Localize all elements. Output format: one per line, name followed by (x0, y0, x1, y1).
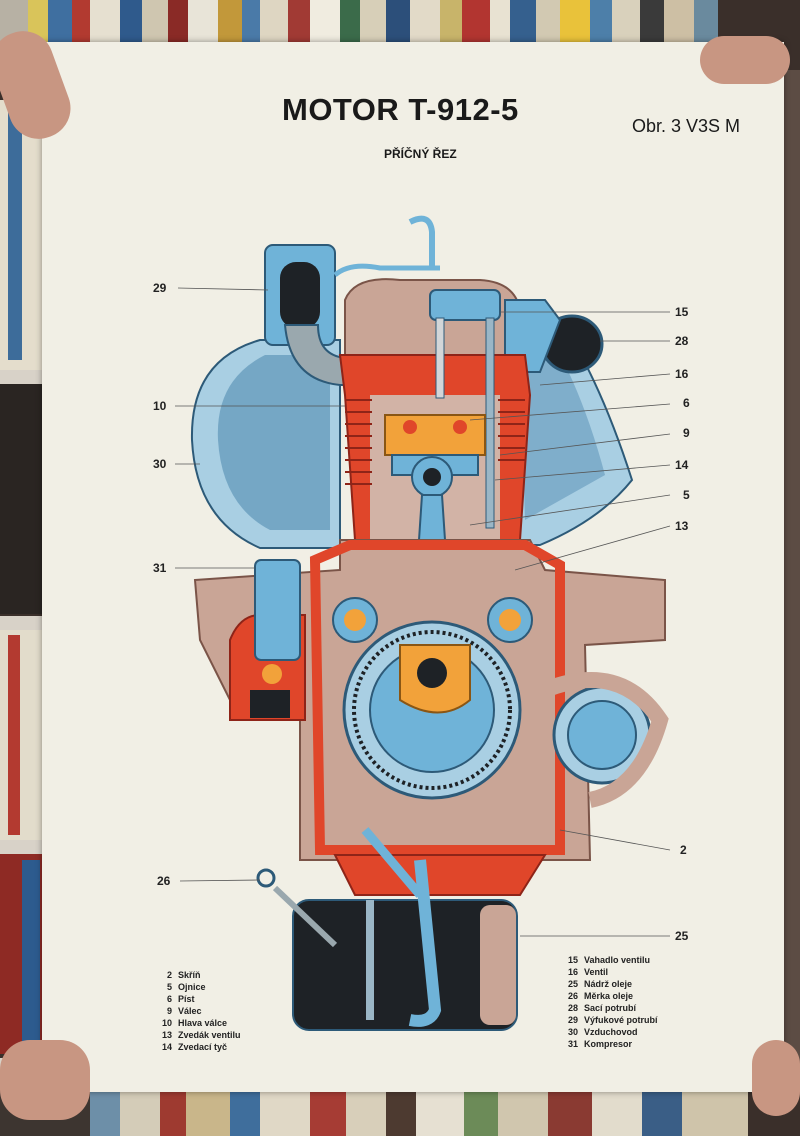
figure-reference: Obr. 3 V3S M (632, 116, 741, 136)
hand-bottom-right (752, 1040, 800, 1116)
callout-9: 9 (683, 426, 690, 440)
callout-15: 15 (675, 305, 689, 319)
callout-28: 28 (675, 334, 689, 348)
callout-5: 5 (683, 488, 690, 502)
poster-subtitle: PŘÍČNÝ ŘEZ (384, 147, 457, 161)
callout-30: 30 (153, 457, 167, 471)
callout-14: 14 (675, 458, 689, 472)
callout-6: 6 (683, 396, 690, 410)
callout-13: 13 (675, 519, 689, 533)
callout-10: 10 (153, 399, 167, 413)
poster-title: MOTOR T-912-5 (282, 92, 519, 127)
hand-bottom-left (0, 1040, 90, 1120)
callout-29: 29 (153, 281, 167, 295)
callout-2: 2 (680, 843, 687, 857)
callout-31: 31 (153, 561, 167, 575)
callout-26: 26 (157, 874, 171, 888)
callout-25: 25 (675, 929, 689, 943)
hand-top-right (700, 36, 790, 84)
callout-16: 16 (675, 367, 689, 381)
